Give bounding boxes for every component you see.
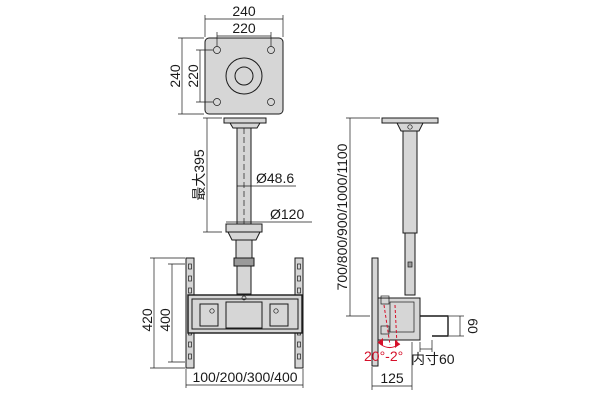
- plate-hole-bl: [213, 98, 221, 106]
- front-flange-diameter: Ø120: [270, 206, 304, 222]
- plate-center-ring-inner: [234, 66, 254, 86]
- plate-hole-br: [267, 98, 275, 106]
- side-hook: [420, 315, 449, 337]
- side-upper-pipe: [402, 130, 418, 234]
- rail-holes: [188, 263, 301, 360]
- front-view: 最大395 Ø48.6 Ø120: [139, 117, 312, 388]
- hook-height: 60: [465, 318, 481, 334]
- plate-hole-tl: [213, 46, 221, 54]
- plate-center-ring-outer: [225, 57, 263, 95]
- ceiling-plate: [223, 117, 267, 124]
- top-outer-width: 240: [232, 3, 256, 19]
- side-ceiling-plate: [381, 117, 439, 124]
- side-view: 20°-2° 700/800/900/1000/1100 125 60 内寸60: [334, 117, 481, 390]
- plate-hole-tr: [267, 46, 275, 54]
- length-options: 700/800/900/1000/1100: [334, 143, 350, 290]
- cross-bracket: [187, 294, 303, 334]
- bracket-height-inner: 400: [157, 308, 173, 332]
- tilt-angle: 20°-2°: [364, 348, 403, 364]
- inner-dim: 内寸60: [411, 351, 455, 367]
- hole-pitch: 100/200/300/400: [192, 369, 297, 385]
- tilt-bracket: [377, 297, 421, 341]
- front-max-length: 最大395: [191, 149, 207, 201]
- side-depth: 125: [380, 370, 404, 386]
- top-outer-height: 240: [167, 64, 183, 88]
- top-view: 240 220 240 220: [167, 3, 284, 115]
- top-inner-width: 220: [232, 20, 256, 36]
- top-inner-height: 220: [185, 64, 201, 88]
- top-plate: [204, 37, 284, 115]
- front-flange: [225, 223, 263, 233]
- front-pipe-diameter: Ø48.6: [256, 170, 294, 186]
- bracket-height-outer: 420: [139, 308, 155, 332]
